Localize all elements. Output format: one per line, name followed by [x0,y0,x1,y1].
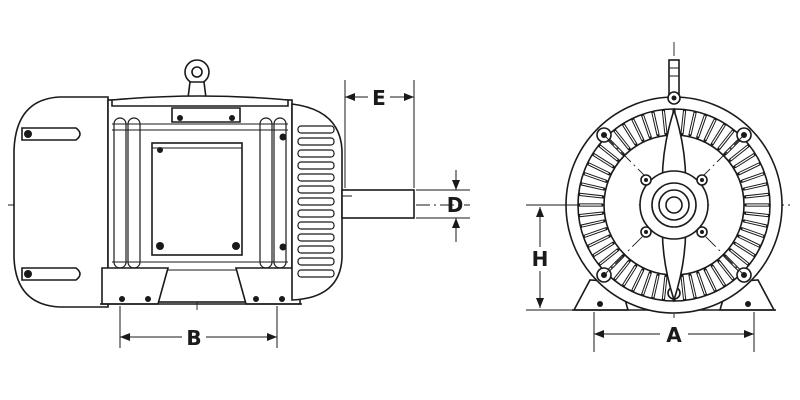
radial-fin-highlight [614,261,630,280]
radial-fin-highlight [642,273,651,295]
end-shield-fin [297,197,335,206]
dimension-label-b: B [186,326,201,350]
end-shield-fin [297,233,335,242]
end-lifting-eye [668,59,680,95]
radial-fin-highlight [745,193,769,198]
end-shield-fin [297,257,335,266]
motor-side-view: E D B [8,59,470,350]
dimension-d: D [416,170,470,242]
radial-fin-highlight [730,145,749,161]
dimension-e: E [344,80,415,188]
motor-frame [107,95,293,303]
end-shield-fin [297,185,335,194]
radial-fin-highlight [584,228,606,237]
end-shield-fin [297,161,335,170]
radial-fin-highlight [745,212,769,217]
radial-fin-highlight [681,110,686,134]
radial-fin-highlight [689,275,696,298]
end-shield-fins [297,125,335,278]
radial-fin-highlight [642,115,651,137]
end-shield-fin [297,221,335,230]
radial-fin-highlight [681,276,686,299]
radial-fin-highlight [599,249,618,265]
radial-fin-highlight [588,236,609,247]
dimension-a: A [593,312,755,352]
radial-fin-highlight [744,220,767,227]
dimension-label-h: H [532,247,549,271]
dimension-label-d: D [447,193,464,217]
radial-cooling-fins [577,108,771,302]
end-shield [291,103,343,301]
radial-fin-highlight [579,193,603,198]
radial-fin-highlight [742,228,764,237]
radial-fin-highlight [584,173,606,182]
motor-shaft [341,189,415,219]
radial-fin-highlight [705,119,716,140]
radial-fin-highlight [652,275,659,298]
motor-feet [100,267,302,305]
radial-fin-highlight [581,220,604,227]
radial-fin-highlight [632,270,643,291]
radial-fin-highlight [718,130,734,149]
radial-fin-highlight [735,243,755,256]
radial-fin-highlight [735,154,755,167]
radial-fin-highlight [697,115,706,137]
radial-fin-highlight [614,130,630,149]
radial-fin-highlight [579,212,603,217]
fan-cover [13,96,109,308]
radial-fin-highlight [632,119,643,140]
radial-fin-highlight [588,163,609,174]
radial-fin-highlight [662,110,667,134]
end-shield-fin [297,173,335,182]
radial-fin-highlight [742,173,764,182]
radial-fin-highlight [705,270,716,291]
radial-fin-highlight [712,124,725,144]
radial-fin-highlight [712,266,725,286]
end-shield-fin [297,149,335,158]
radial-fin-highlight [744,183,767,190]
end-shield-fin [297,137,335,146]
bearing-hub [639,170,709,240]
dimension-label-a: A [666,323,682,347]
radial-fin-highlight [718,261,734,280]
radial-fin-highlight [739,163,760,174]
end-shield-fin [297,209,335,218]
radial-fin-highlight [662,276,667,299]
radial-fin-highlight [689,112,696,135]
radial-fin-highlight [623,124,636,144]
motor-end-view: H A [526,42,790,352]
radial-fin-highlight [652,112,659,135]
radial-fin-highlight [739,236,760,247]
radial-fin-highlight [697,273,706,295]
end-shield-fin [297,245,335,254]
radial-fin-highlight [593,243,613,256]
radial-fin-highlight [623,266,636,286]
dimension-b: B [119,306,278,350]
dimension-label-e: E [372,86,386,110]
end-shield-fin [297,125,335,134]
end-shield-fin [297,269,335,278]
radial-fin-highlight [593,154,613,167]
radial-fin-highlight [730,249,749,265]
dimension-h: H [526,204,580,311]
radial-fin-highlight [581,183,604,190]
radial-fin-highlight [599,145,618,161]
